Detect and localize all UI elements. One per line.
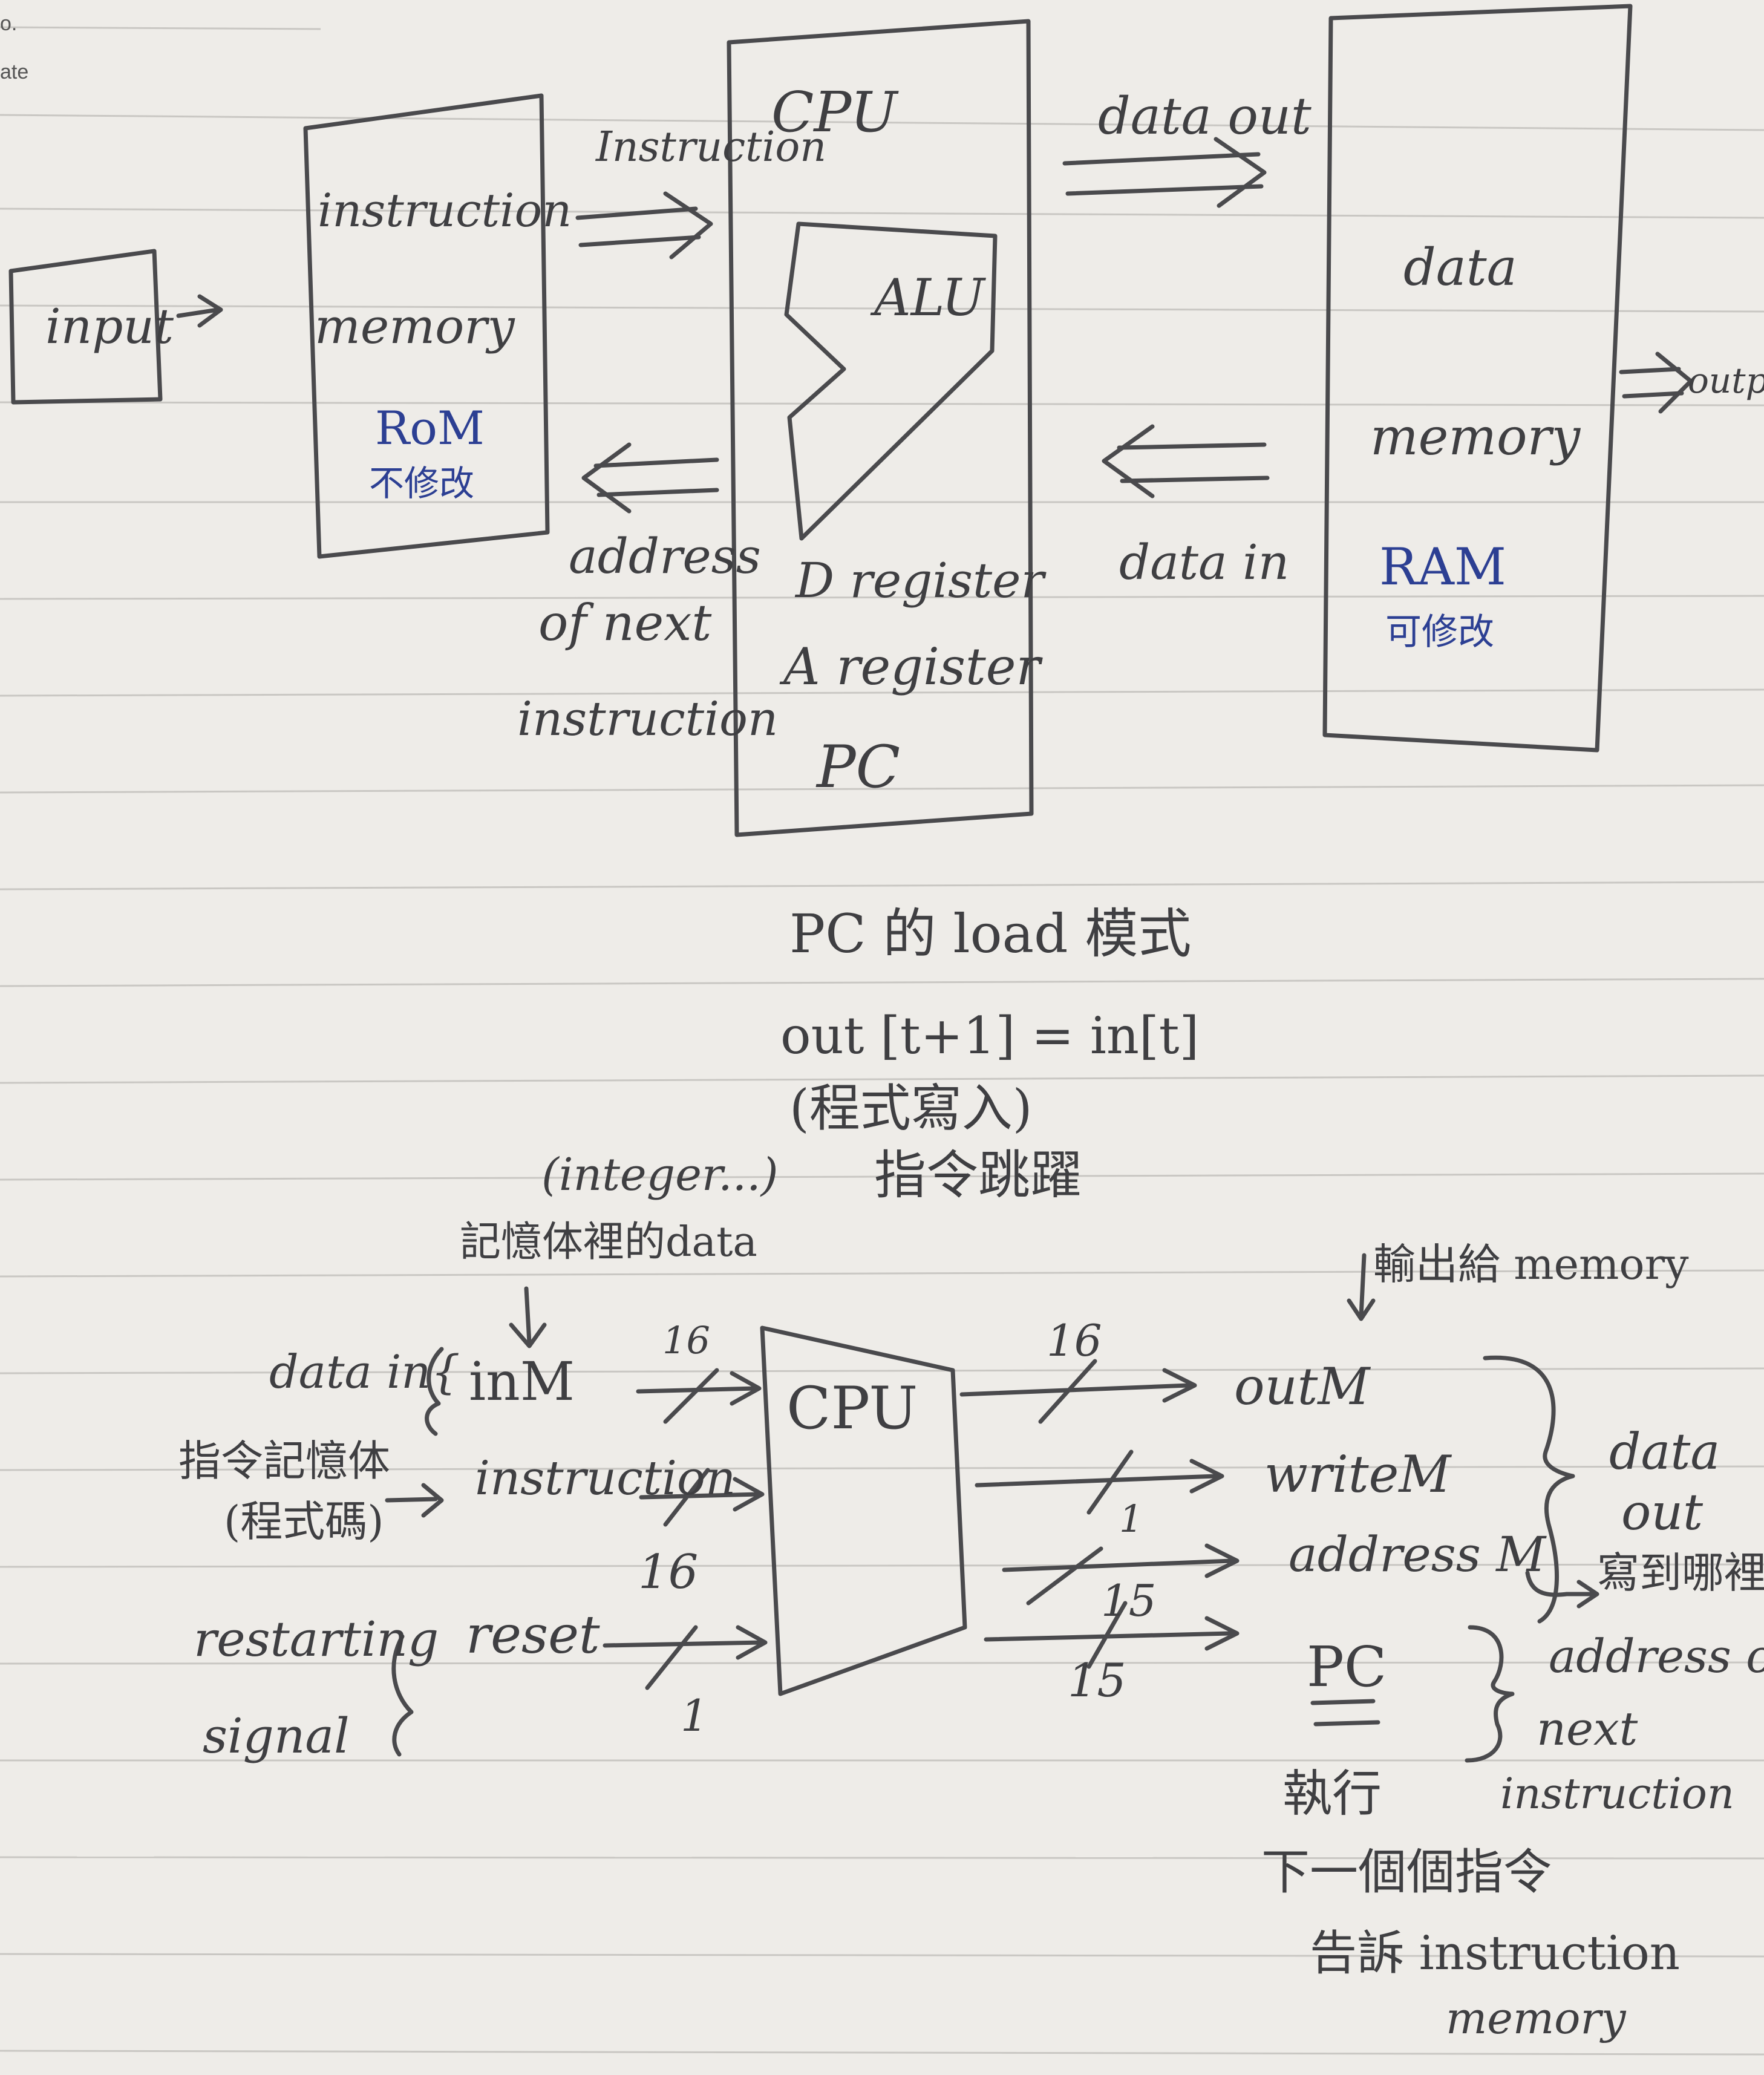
a-register-label: A register [783, 637, 1040, 696]
output-to-memory-note: 輸出給 memory [1373, 1240, 1689, 1289]
instr-mem-arrow [385, 1483, 444, 1518]
data-out-label: data out [1098, 87, 1312, 146]
pc-label-bottom: PC [1307, 1635, 1387, 1699]
address-next-brace [1465, 1625, 1515, 1763]
reset-label: reset [466, 1605, 600, 1665]
instruction-arrow [575, 191, 713, 260]
input-label: input [45, 298, 174, 355]
execute-note-line2: 下一個個指令 [1261, 1844, 1552, 1900]
address-next-line3: instruction [1500, 1769, 1735, 1818]
alu-label: ALU [874, 268, 985, 327]
addressM-width: 15 [1101, 1575, 1157, 1626]
page-number-label: o. [0, 12, 18, 35]
alu-shape [784, 221, 998, 541]
tell-note-line2: memory [1446, 1993, 1626, 2044]
ram-title-line2: memory [1370, 407, 1581, 466]
instruction-arrow-label: Instruction [596, 123, 827, 171]
outM-wire [959, 1359, 1197, 1424]
restarting-label-line2: signal [203, 1708, 350, 1764]
data-in-label-bottom: data in{ [269, 1345, 460, 1399]
address-line3: instruction [517, 692, 779, 747]
rom-box [303, 93, 550, 559]
ram-type-label: RAM [1379, 537, 1506, 596]
addressM-label: address M [1289, 1526, 1546, 1583]
data-out-label-line2: out [1621, 1484, 1704, 1541]
writeM-label: writeM [1264, 1445, 1451, 1504]
write-where-arrow [1525, 1570, 1599, 1609]
instruction-label-bottom: instruction [475, 1451, 736, 1506]
data-in-arrow [1102, 424, 1270, 498]
pc-load-mode-note: PC 的 load 模式 [789, 903, 1192, 965]
output-note-arrow [1347, 1253, 1376, 1321]
integer-note: (integer...) [541, 1149, 779, 1201]
inM-width: 16 [662, 1318, 710, 1362]
cpu-label: CPU [771, 80, 898, 145]
date-label: ate [0, 60, 29, 83]
program-write-note: (程式寫入) [789, 1079, 1033, 1138]
memory-data-note: 記憶体裡的data [460, 1218, 757, 1266]
rom-type-label: RoM [375, 401, 485, 455]
execute-note-line1: 執行 [1282, 1765, 1382, 1823]
address-next-line2: next [1537, 1702, 1638, 1756]
ram-box [1322, 4, 1633, 753]
data-in-label: data in [1119, 534, 1290, 590]
writeM-wire [975, 1449, 1224, 1515]
instruction-memory-label-line1: 指令記憶体 [178, 1436, 390, 1486]
ram-note-label: 可修改 [1385, 611, 1494, 653]
address-line1: address [569, 528, 761, 584]
write-where-note: 寫到哪裡 [1597, 1548, 1764, 1598]
inM-label: inM [469, 1350, 575, 1413]
pc-equation-note: out [t+1] = in[t] [780, 1006, 1200, 1065]
rom-note-label: 不修改 [369, 463, 475, 504]
d-register-label: D register [795, 552, 1044, 609]
data-out-label-line1: data [1609, 1423, 1720, 1481]
input-arrow [176, 294, 223, 328]
reset-wire [603, 1625, 768, 1690]
data-in-brace [425, 1347, 444, 1436]
rom-title-line1: instruction [318, 183, 572, 237]
restarting-label-line1: restarting [194, 1611, 439, 1667]
bottom-cpu-box [760, 1325, 967, 1696]
ram-title-line1: data [1403, 238, 1517, 297]
input-box [8, 249, 163, 405]
addressM-wire [1002, 1543, 1240, 1606]
reset-width: 1 [681, 1690, 708, 1741]
outM-width: 16 [1047, 1315, 1102, 1366]
inM-wire [636, 1368, 762, 1424]
rom-title-line2: memory [315, 298, 515, 355]
instruction-memory-label-line2: (程式碼) [224, 1497, 384, 1546]
address-next-line1: address of [1549, 1629, 1764, 1683]
instruction-wire [639, 1468, 765, 1527]
pc-underline [1310, 1699, 1380, 1727]
outM-label: outM [1234, 1357, 1370, 1416]
pc-label: PC [817, 733, 901, 801]
pc-wire [984, 1601, 1240, 1669]
instruction-jump-note: 指令跳躍 [874, 1145, 1082, 1206]
instruction-width: 16 [638, 1545, 699, 1600]
cpu-box [727, 19, 1034, 837]
data-out-arrow [1062, 137, 1267, 208]
tell-note-line1: 告訴 instruction [1310, 1926, 1681, 1981]
memory-data-arrow [509, 1286, 547, 1348]
writeM-width: 1 [1119, 1497, 1143, 1541]
address-arrow [581, 442, 719, 514]
bottom-cpu-label: CPU [786, 1374, 918, 1442]
restarting-brace [391, 1634, 414, 1757]
data-out-brace [1483, 1355, 1575, 1624]
address-line2: of next [538, 595, 712, 652]
output-arrow [1619, 351, 1693, 414]
output-label: output [1688, 360, 1764, 401]
pc-width: 15 [1068, 1653, 1126, 1707]
